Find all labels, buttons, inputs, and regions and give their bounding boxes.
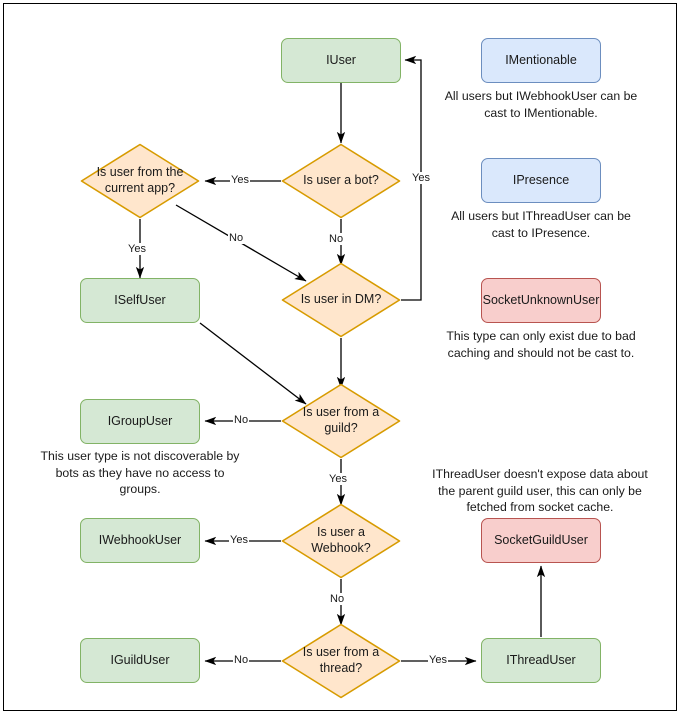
node-igroupuser-label: IGroupUser xyxy=(107,413,173,428)
decision-from-thread-label: Is user from a thread? xyxy=(302,645,380,675)
edge-label-webhook-yes: Yes xyxy=(229,534,249,546)
decision-is-webhook-label: Is user a Webhook? xyxy=(311,525,371,555)
node-ipresence[interactable]: IPresence xyxy=(481,158,601,203)
edge-label-current-app-yes: Yes xyxy=(127,243,147,255)
node-iwebhookuser-label: IWebhookUser xyxy=(98,532,182,547)
node-ipresence-label: IPresence xyxy=(512,172,570,187)
node-socket-guild-user[interactable]: SocketGuildUser xyxy=(481,518,601,563)
edge-label-current-app-no: No xyxy=(228,232,245,244)
edge-label-thread-no: No xyxy=(233,654,250,666)
decision-current-app[interactable]: Is user from the current app? xyxy=(80,143,200,219)
decision-current-app-label: Is user from the current app? xyxy=(96,165,184,195)
decision-is-bot[interactable]: Is user a bot? xyxy=(281,143,401,219)
edge-label-guild-no: No xyxy=(233,414,250,426)
node-iselfuser[interactable]: ISelfUser xyxy=(80,278,200,323)
note-ithreaduser: IThreadUser doesn't expose data about th… xyxy=(432,467,648,515)
edge-label-thread-yes: Yes xyxy=(428,654,448,666)
node-socket-unknown-user[interactable]: SocketUnknownUser xyxy=(481,278,601,323)
node-iuser-label: IUser xyxy=(326,52,356,67)
note-ipresence: All users but IThreadUser can be cast to… xyxy=(451,209,631,240)
from-thread-diamond-shape xyxy=(281,623,401,699)
node-ithreaduser[interactable]: IThreadUser xyxy=(481,638,601,683)
decision-in-dm-label: Is user in DM? xyxy=(300,292,382,307)
is-bot-diamond-shape xyxy=(281,143,401,219)
node-iselfuser-label: ISelfUser xyxy=(114,292,166,307)
decision-is-bot-label: Is user a bot? xyxy=(303,173,379,188)
note-igroupuser: This user type is not discoverable by bo… xyxy=(40,449,240,497)
edge-label-bot-yes: Yes xyxy=(230,174,250,186)
edge-label-webhook-no: No xyxy=(329,593,346,605)
edge-label-dm-yes: Yes xyxy=(411,172,431,184)
note-imentionable: All users but IWebhookUser can be cast t… xyxy=(444,89,638,120)
edge-label-bot-no: No xyxy=(328,233,345,245)
node-ithreaduser-label: IThreadUser xyxy=(506,652,576,667)
current-app-diamond-shape xyxy=(80,143,200,219)
node-iwebhookuser[interactable]: IWebhookUser xyxy=(80,518,200,563)
from-guild-diamond-shape xyxy=(281,383,401,459)
node-imentionable-label: IMentionable xyxy=(505,52,577,67)
edge-label-guild-yes: Yes xyxy=(328,473,348,485)
decision-from-guild[interactable]: Is user from a guild? xyxy=(281,383,401,459)
node-imentionable[interactable]: IMentionable xyxy=(481,38,601,83)
decision-in-dm[interactable]: Is user in DM? xyxy=(281,262,401,338)
in-dm-diamond-shape xyxy=(281,262,401,338)
node-igroupuser[interactable]: IGroupUser xyxy=(80,399,200,444)
node-socket-unknown-user-label: SocketUnknownUser xyxy=(482,292,600,307)
decision-from-guild-label: Is user from a guild? xyxy=(302,405,380,435)
decision-is-webhook[interactable]: Is user a Webhook? xyxy=(281,503,401,579)
is-webhook-diamond-shape xyxy=(281,503,401,579)
node-iuser[interactable]: IUser xyxy=(281,38,401,83)
node-socket-guild-user-label: SocketGuildUser xyxy=(494,532,588,547)
node-iguilduser[interactable]: IGuildUser xyxy=(80,638,200,683)
decision-from-thread[interactable]: Is user from a thread? xyxy=(281,623,401,699)
note-socket-unknown-user: This type can only exist due to bad cach… xyxy=(446,329,636,360)
node-iguilduser-label: IGuildUser xyxy=(110,652,170,667)
